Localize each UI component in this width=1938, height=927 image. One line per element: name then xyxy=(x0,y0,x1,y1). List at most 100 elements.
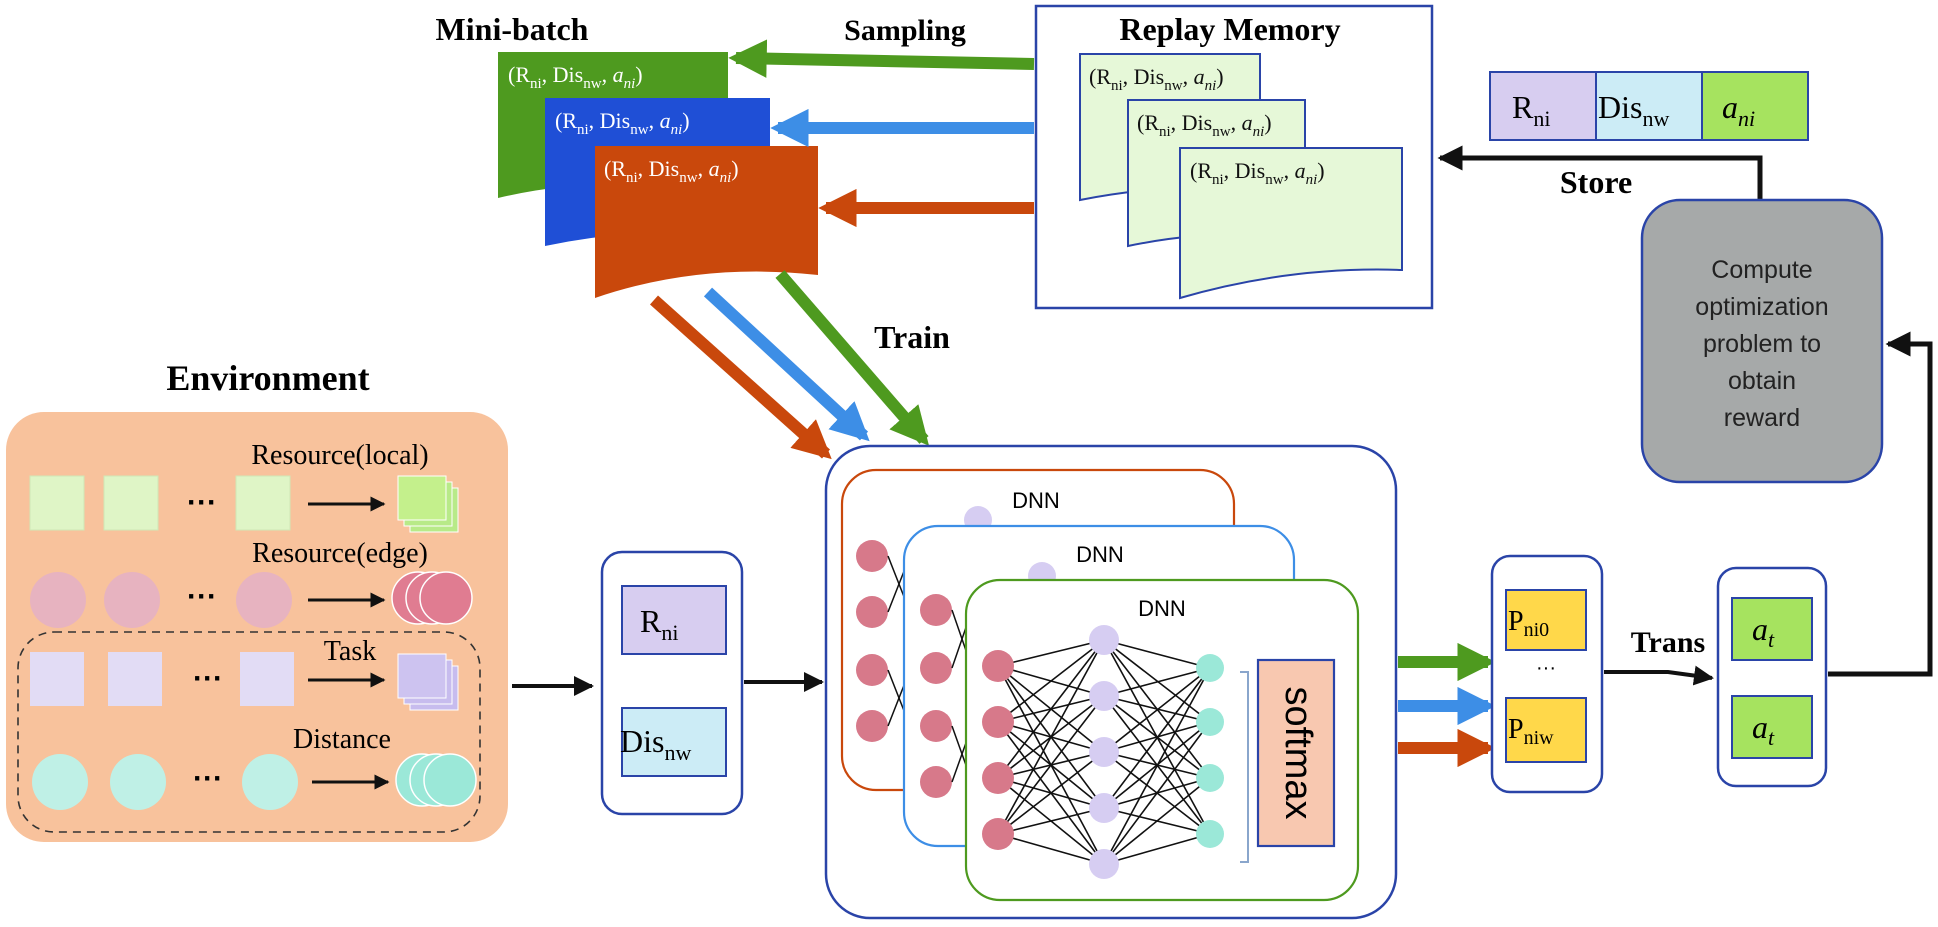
network-edge xyxy=(997,807,1105,835)
distance-label: Distance xyxy=(293,724,391,755)
train-arrow-green xyxy=(775,270,930,446)
svg-text:Pniw: Pniw xyxy=(1508,714,1554,749)
svg-text:(Rni, Disnw, ani): (Rni, Disnw, ani) xyxy=(604,156,739,186)
network-edge xyxy=(1103,721,1211,865)
store-cells: Rni Disnw ani xyxy=(1489,71,1809,141)
mini-batch-title: Mini-batch xyxy=(436,11,589,47)
store-cell-a xyxy=(1701,71,1809,141)
svg-text:···: ··· xyxy=(193,762,223,795)
svg-text:(Rni, Disnw, ani): (Rni, Disnw, ani) xyxy=(1137,110,1272,140)
network-node-layer-3 xyxy=(1196,764,1224,792)
trans-arrow xyxy=(1604,665,1714,686)
network-edge xyxy=(1103,833,1211,865)
network-node-layer-1 xyxy=(982,650,1014,682)
network-edge xyxy=(1103,667,1211,753)
sampling-label: Sampling xyxy=(844,14,966,47)
train-label: Train xyxy=(874,319,950,355)
svg-text:DNN: DNN xyxy=(1012,488,1060,513)
network-edge xyxy=(1103,667,1211,697)
network-node-layer-2 xyxy=(1089,737,1119,767)
softmax-label: softmax xyxy=(1277,686,1319,819)
train-arrow-blue xyxy=(703,287,870,442)
svg-text:Compute: Compute xyxy=(1711,256,1812,284)
svg-text:···: ··· xyxy=(187,486,217,519)
softmax-box xyxy=(1256,658,1336,848)
svg-text:···: ··· xyxy=(187,580,217,613)
network-edge xyxy=(1103,777,1211,865)
network-node-layer-3 xyxy=(1196,708,1224,736)
network-edge xyxy=(1103,667,1211,809)
network-node-layer-2 xyxy=(1089,793,1119,823)
svg-text:Pni0: Pni0 xyxy=(1508,606,1549,641)
svg-text:problem to: problem to xyxy=(1703,330,1821,358)
network-node-layer-2 xyxy=(1089,625,1119,655)
output-p0-cell xyxy=(1505,589,1587,651)
network-edge xyxy=(997,639,1105,667)
svg-text:(Rni, Disnw, ani): (Rni, Disnw, ani) xyxy=(1089,64,1224,94)
task-distance-group xyxy=(17,631,481,833)
store-cell-dis xyxy=(1595,71,1703,141)
network-edge xyxy=(997,639,1105,723)
network-edge xyxy=(997,833,1105,865)
resource-local-label: Resource(local) xyxy=(251,440,428,471)
svg-text:Disnw: Disnw xyxy=(1598,89,1669,131)
reward-text: Compute optimization problem to obtain r… xyxy=(1695,256,1828,432)
train-arrow-orange xyxy=(649,295,832,460)
resource-local-row: ··· xyxy=(29,475,459,533)
store-arrow xyxy=(1437,145,1763,200)
input-r-cell xyxy=(621,585,727,655)
svg-text:at: at xyxy=(1752,611,1775,652)
svg-text:···: ··· xyxy=(193,662,223,695)
svg-text:DNN: DNN xyxy=(1138,596,1186,621)
task-row: ··· xyxy=(30,652,459,711)
store-cell-r xyxy=(1489,71,1597,141)
store-label: Store xyxy=(1560,164,1632,200)
action-cell-2 xyxy=(1731,695,1813,759)
distance-row: ··· xyxy=(32,753,477,810)
mini-batch-card-orange: (Rni, Disnw, ani) xyxy=(595,146,818,298)
resource-edge-row: ··· xyxy=(30,571,473,628)
network-edge xyxy=(997,695,1105,835)
network-edge xyxy=(997,639,1105,779)
svg-text:(Rni, Disnw, ani): (Rni, Disnw, ani) xyxy=(1190,158,1325,188)
network-node-layer-2 xyxy=(1089,681,1119,711)
output-ellipsis: ··· xyxy=(1536,657,1556,679)
input-dis-cell xyxy=(621,707,727,777)
network-edge xyxy=(1103,667,1211,865)
sampling-arrow-green xyxy=(728,39,1035,78)
svg-text:Rni: Rni xyxy=(640,603,678,645)
memory-card-3: (Rni, Disnw, ani) xyxy=(1179,147,1403,300)
network-nodes xyxy=(982,625,1224,879)
svg-text:optimization: optimization xyxy=(1695,293,1828,321)
trans-label: Trans xyxy=(1631,626,1705,659)
network-edge xyxy=(1103,639,1211,723)
svg-text:obtain: obtain xyxy=(1728,367,1796,395)
svg-text:at: at xyxy=(1752,709,1775,750)
network-node-layer-3 xyxy=(1196,654,1224,682)
network-node-layer-3 xyxy=(1196,820,1224,848)
svg-text:reward: reward xyxy=(1724,404,1800,432)
network-edge xyxy=(997,639,1105,835)
resource-edge-label: Resource(edge) xyxy=(252,538,428,569)
network-node-layer-2 xyxy=(1089,849,1119,879)
network-edge xyxy=(997,751,1105,835)
reward-box xyxy=(1640,198,1884,484)
action-to-reward-arrow xyxy=(1828,331,1933,677)
softmax-bracket xyxy=(1240,671,1249,863)
svg-text:Disnw: Disnw xyxy=(620,723,691,765)
svg-text:ani: ani xyxy=(1722,89,1755,131)
svg-text:(Rni, Disnw, ani): (Rni, Disnw, ani) xyxy=(555,108,690,138)
network-node-layer-1 xyxy=(982,706,1014,738)
output-pw-cell xyxy=(1505,697,1587,763)
dnn-layer-green: DNN softmax xyxy=(964,578,1360,902)
network-edge xyxy=(1103,639,1211,669)
network-edges xyxy=(997,639,1211,865)
network-node-layer-1 xyxy=(982,762,1014,794)
svg-text:DNN: DNN xyxy=(1076,542,1124,567)
replay-memory-title: Replay Memory xyxy=(1119,11,1340,47)
environment-title: Environment xyxy=(166,358,369,398)
task-label: Task xyxy=(324,636,376,667)
network-node-layer-1 xyxy=(982,818,1014,850)
